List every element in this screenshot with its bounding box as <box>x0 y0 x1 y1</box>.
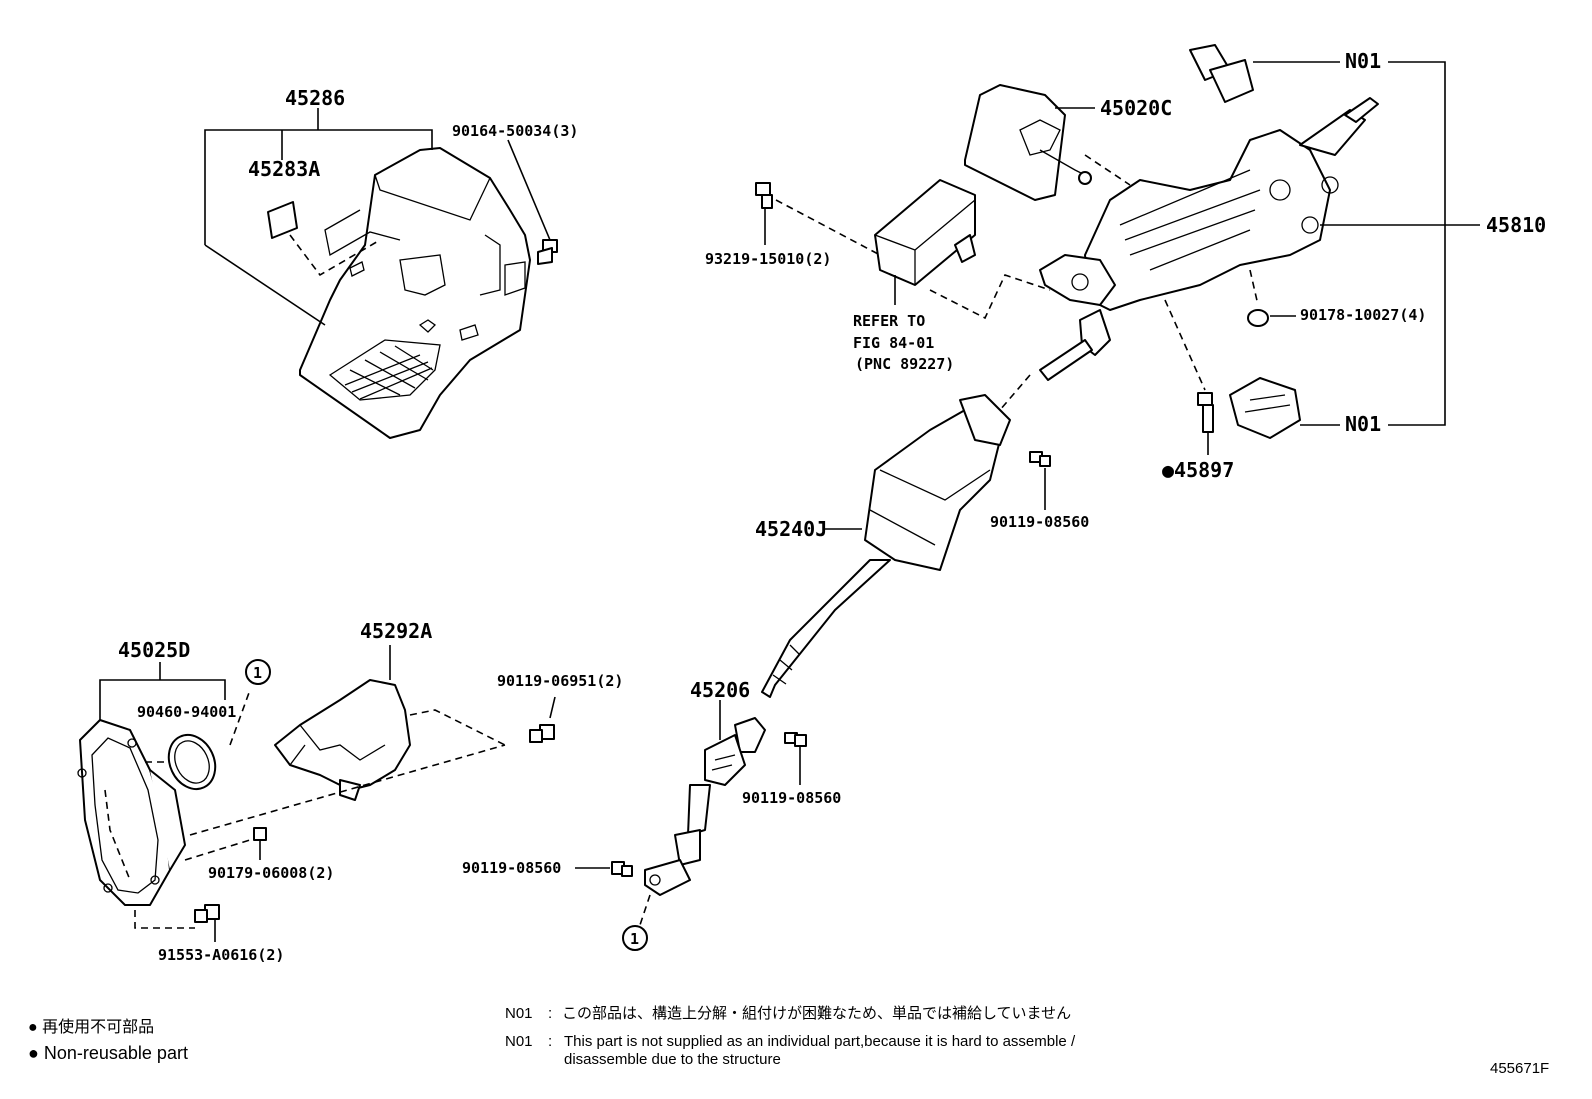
label-45292A: 45292A <box>360 619 432 643</box>
nut-90178 <box>1247 269 1296 327</box>
n01-label-en: N01 <box>505 1033 533 1050</box>
n01-text-jp: この部品は、構造上分解・組付けが困難なため、単品では補給していません <box>562 1005 1071 1022</box>
upper-cover-assembly <box>299 147 531 439</box>
tag-45283A <box>267 201 381 277</box>
label-45240J: 45240J <box>755 517 827 541</box>
screw-90119-06951 <box>529 696 556 743</box>
n01-text-en-1: This part is not supplied as an individu… <box>564 1033 1076 1050</box>
label-45283A: 45283A <box>248 157 320 181</box>
joint-45206 <box>639 700 766 926</box>
dash-ecu <box>775 199 1051 320</box>
part-45025D <box>77 719 186 906</box>
label-45025D: 45025D <box>118 638 190 662</box>
dash-45292A <box>189 709 506 836</box>
figure-id: 455671F <box>1490 1060 1549 1077</box>
screw-93219 <box>755 182 773 245</box>
nut-90179 <box>184 827 267 861</box>
label-45206: 45206 <box>690 678 750 702</box>
steering-column-45810 <box>1039 97 1480 381</box>
refer-line-1: REFER TO <box>853 312 925 330</box>
label-45897: ●45897 <box>1162 458 1234 482</box>
label-90119-06951: 90119-06951(2) <box>497 672 623 690</box>
n01-sep-en: : <box>548 1033 552 1050</box>
circle-ref-1-bottom: 1 <box>622 925 648 951</box>
refer-line-3: (PNC 89227) <box>855 355 954 373</box>
bracket-45286 <box>204 108 433 326</box>
screw-90119-a <box>1029 451 1051 510</box>
n01-label-jp: N01 <box>505 1005 533 1022</box>
dash-45020C <box>1084 154 1131 186</box>
refer-line-2: FIG 84-01 <box>853 334 934 352</box>
circle-ref-1-top: 1 <box>245 659 271 685</box>
label-90164-50034: 90164-50034(3) <box>452 122 578 140</box>
label-90119-08560-b: 90119-08560 <box>742 789 841 807</box>
part-45292A <box>274 645 411 801</box>
label-n01-bottom: N01 <box>1345 412 1381 436</box>
circle-ref-1-bottom-text: 1 <box>630 930 639 948</box>
screw-90164 <box>507 139 558 265</box>
legend-jp-nonreusable: ● 再使用不可部品 <box>28 1018 154 1036</box>
n01-text-en-2: disassemble due to the structure <box>564 1051 781 1068</box>
ring-90460 <box>145 689 251 791</box>
bolt-45897 <box>1164 299 1214 455</box>
shaft-45240J <box>761 374 1031 698</box>
label-45810: 45810 <box>1486 213 1546 237</box>
label-93219-15010: 93219-15010(2) <box>705 250 831 268</box>
n01-sep-jp: : <box>548 1005 552 1022</box>
ecu-89227 <box>874 179 976 305</box>
label-90179-06008: 90179-06008(2) <box>208 864 334 882</box>
label-91553-A0616: 91553-A0616(2) <box>158 946 284 964</box>
label-90119-08560-a: 90119-08560 <box>990 513 1089 531</box>
legend-en-nonreusable: ● Non-reusable part <box>28 1043 188 1063</box>
label-45020C: 45020C <box>1100 96 1172 120</box>
part-n01-bottom <box>1229 377 1340 439</box>
label-90119-08560-c: 90119-08560 <box>462 859 561 877</box>
screw-90119-c <box>575 861 633 877</box>
bolt-91553 <box>134 904 220 942</box>
part-n01-top <box>1189 44 1340 103</box>
label-n01-top: N01 <box>1345 49 1381 73</box>
label-90178-10027: 90178-10027(4) <box>1300 306 1426 324</box>
screw-90119-b <box>784 732 807 785</box>
bracket-45025D <box>99 662 226 720</box>
circle-ref-1-top-text: 1 <box>253 664 262 682</box>
label-45286: 45286 <box>285 86 345 110</box>
label-90460-94001: 90460-94001 <box>137 703 236 721</box>
bracket-n01 <box>1388 61 1446 426</box>
part-45020C <box>964 84 1095 201</box>
